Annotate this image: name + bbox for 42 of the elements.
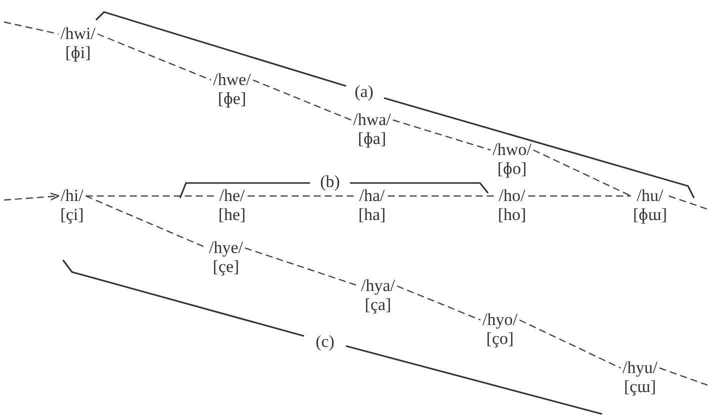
bracket-label: (a) [352, 82, 376, 102]
phonetic-text: [ɸa] [356, 129, 388, 148]
phonetic-text: [ɸi] [64, 43, 92, 62]
phonetic-text: [ɸɯ] [633, 205, 667, 224]
phoneme-text: /ha/ [358, 186, 386, 205]
dashed-line [528, 195, 632, 197]
bracket-label: (b) [318, 172, 342, 192]
dashed-line [519, 319, 621, 369]
dashed-line [248, 195, 356, 197]
phonetic-text: [he] [218, 205, 246, 224]
dashed-line [659, 367, 710, 387]
phonetic-text: [ço] [485, 329, 515, 348]
dashed-line [533, 149, 632, 197]
phoneme-text: /hwi/ [60, 24, 96, 43]
dashed-line [388, 195, 496, 197]
phoneme-text: /hwa/ [353, 110, 391, 129]
phoneme-text: /hya/ [361, 276, 395, 295]
phonetic-text: [ha] [358, 205, 386, 224]
dashed-line [392, 119, 491, 151]
phonetic-text: [ça] [364, 295, 392, 314]
phonetic-text: [ho] [498, 205, 526, 224]
dashed-line [396, 285, 481, 321]
phonetic-text: [çe] [212, 257, 240, 276]
dashed-arrow [4, 192, 60, 201]
dashed-line [97, 33, 212, 81]
phoneme-text: /hyu/ [622, 358, 658, 377]
phoneme-text: /hwe/ [213, 70, 251, 89]
phoneme-text: /hwo/ [492, 140, 532, 159]
phonetic-text: [ɸo] [496, 159, 528, 178]
phoneme-text: /hi/ [60, 186, 84, 205]
phoneme-text: /hye/ [209, 238, 243, 257]
dashed-line [4, 21, 59, 35]
phoneme-text: /hyo/ [482, 310, 518, 329]
dashed-line [252, 79, 352, 121]
phoneme-text: /ho/ [498, 186, 526, 205]
phonetic-text: [çi] [60, 205, 84, 224]
phoneme-text: /he/ [218, 186, 246, 205]
phoneme-text: /hu/ [636, 186, 664, 205]
bracket-label: (c) [314, 332, 336, 352]
phonetic-text: [ɸe] [216, 89, 248, 108]
dashed-line [86, 195, 216, 197]
phonetic-text: [çɯ] [622, 377, 658, 396]
